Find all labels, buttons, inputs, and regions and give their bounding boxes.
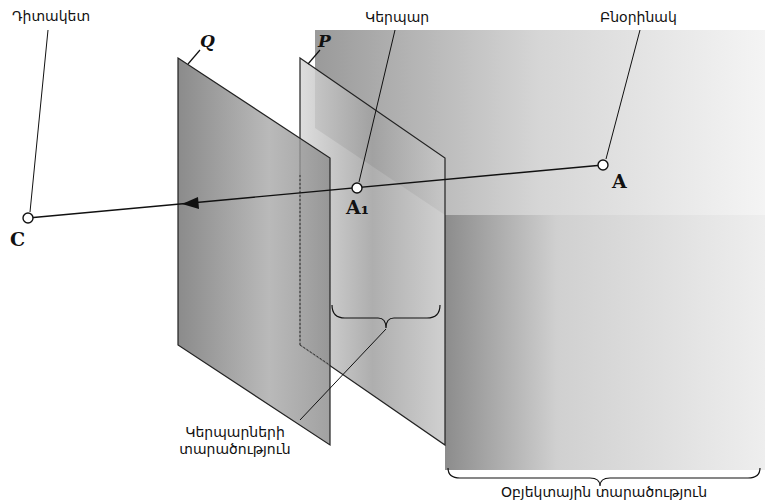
image-label: Կերպար	[365, 9, 429, 26]
hidden-edge	[300, 345, 330, 365]
point-name: A₁	[346, 196, 369, 218]
leader-line	[188, 50, 200, 64]
space-label: Կերպարների տարածություն	[150, 424, 320, 458]
brace	[448, 468, 760, 486]
hidden-edge	[300, 175, 301, 345]
viewpoint-label: Դիտակետ	[12, 8, 90, 25]
point-name: A	[612, 170, 627, 192]
leader-line	[30, 30, 48, 212]
leader-line	[300, 329, 386, 420]
arrowhead	[182, 197, 199, 209]
point-c	[23, 213, 33, 223]
plane-name: P	[318, 30, 331, 52]
point-a	[598, 160, 608, 170]
leader-line	[308, 50, 320, 64]
leader-line	[359, 30, 395, 182]
plane-name: Q	[200, 30, 215, 52]
space-label: Օբյեկտային տարածություն	[501, 484, 707, 501]
leader-line	[606, 30, 640, 159]
point-name: C	[10, 228, 25, 250]
brace	[332, 305, 440, 328]
point-a1	[352, 183, 362, 193]
object-space-front	[445, 215, 765, 470]
projection-ray	[28, 165, 603, 218]
picture-plane-q	[178, 58, 330, 445]
original-label: Բնօրինակ	[600, 9, 677, 26]
